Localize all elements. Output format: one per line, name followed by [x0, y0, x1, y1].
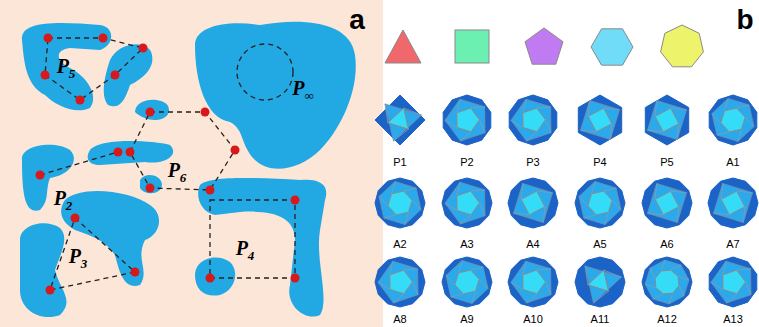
patch-label: P3: [69, 245, 88, 272]
patch-label: P∞: [292, 77, 314, 104]
particle-blobs: [20, 22, 356, 317]
shape-label: P4: [593, 156, 606, 168]
shape-label: P1: [393, 156, 406, 168]
patch-label: P5: [57, 55, 76, 82]
shape-label: P2: [460, 156, 473, 168]
shape-label: A9: [460, 313, 473, 325]
shape-label: A5: [593, 238, 606, 250]
pore-polygons: [40, 38, 295, 290]
shape-label: A11: [591, 313, 610, 325]
panel-letter: b: [736, 4, 753, 36]
patch-label: P4: [236, 237, 255, 264]
shape-label: A8: [393, 313, 406, 325]
patch-label: P6: [168, 159, 187, 186]
shape-label: P5: [660, 156, 673, 168]
shape-label: A3: [460, 238, 473, 250]
panel-ground: [0, 0, 383, 327]
shape-label: A7: [726, 238, 739, 250]
shape-label: P3: [526, 156, 539, 168]
shape-label: A13: [723, 313, 743, 325]
polyhedra: [375, 95, 758, 307]
particle-dots: [36, 34, 300, 295]
shape-label: A4: [526, 238, 539, 250]
shape-label: A2: [393, 238, 406, 250]
shape-label: A6: [660, 238, 673, 250]
patch-label: P2: [54, 187, 73, 214]
polygon-tiles: [385, 25, 703, 67]
shape-label: A12: [657, 313, 677, 325]
shape-label: A10: [523, 313, 543, 325]
shape-label: A1: [726, 156, 739, 168]
panel-letter: a: [349, 4, 365, 36]
